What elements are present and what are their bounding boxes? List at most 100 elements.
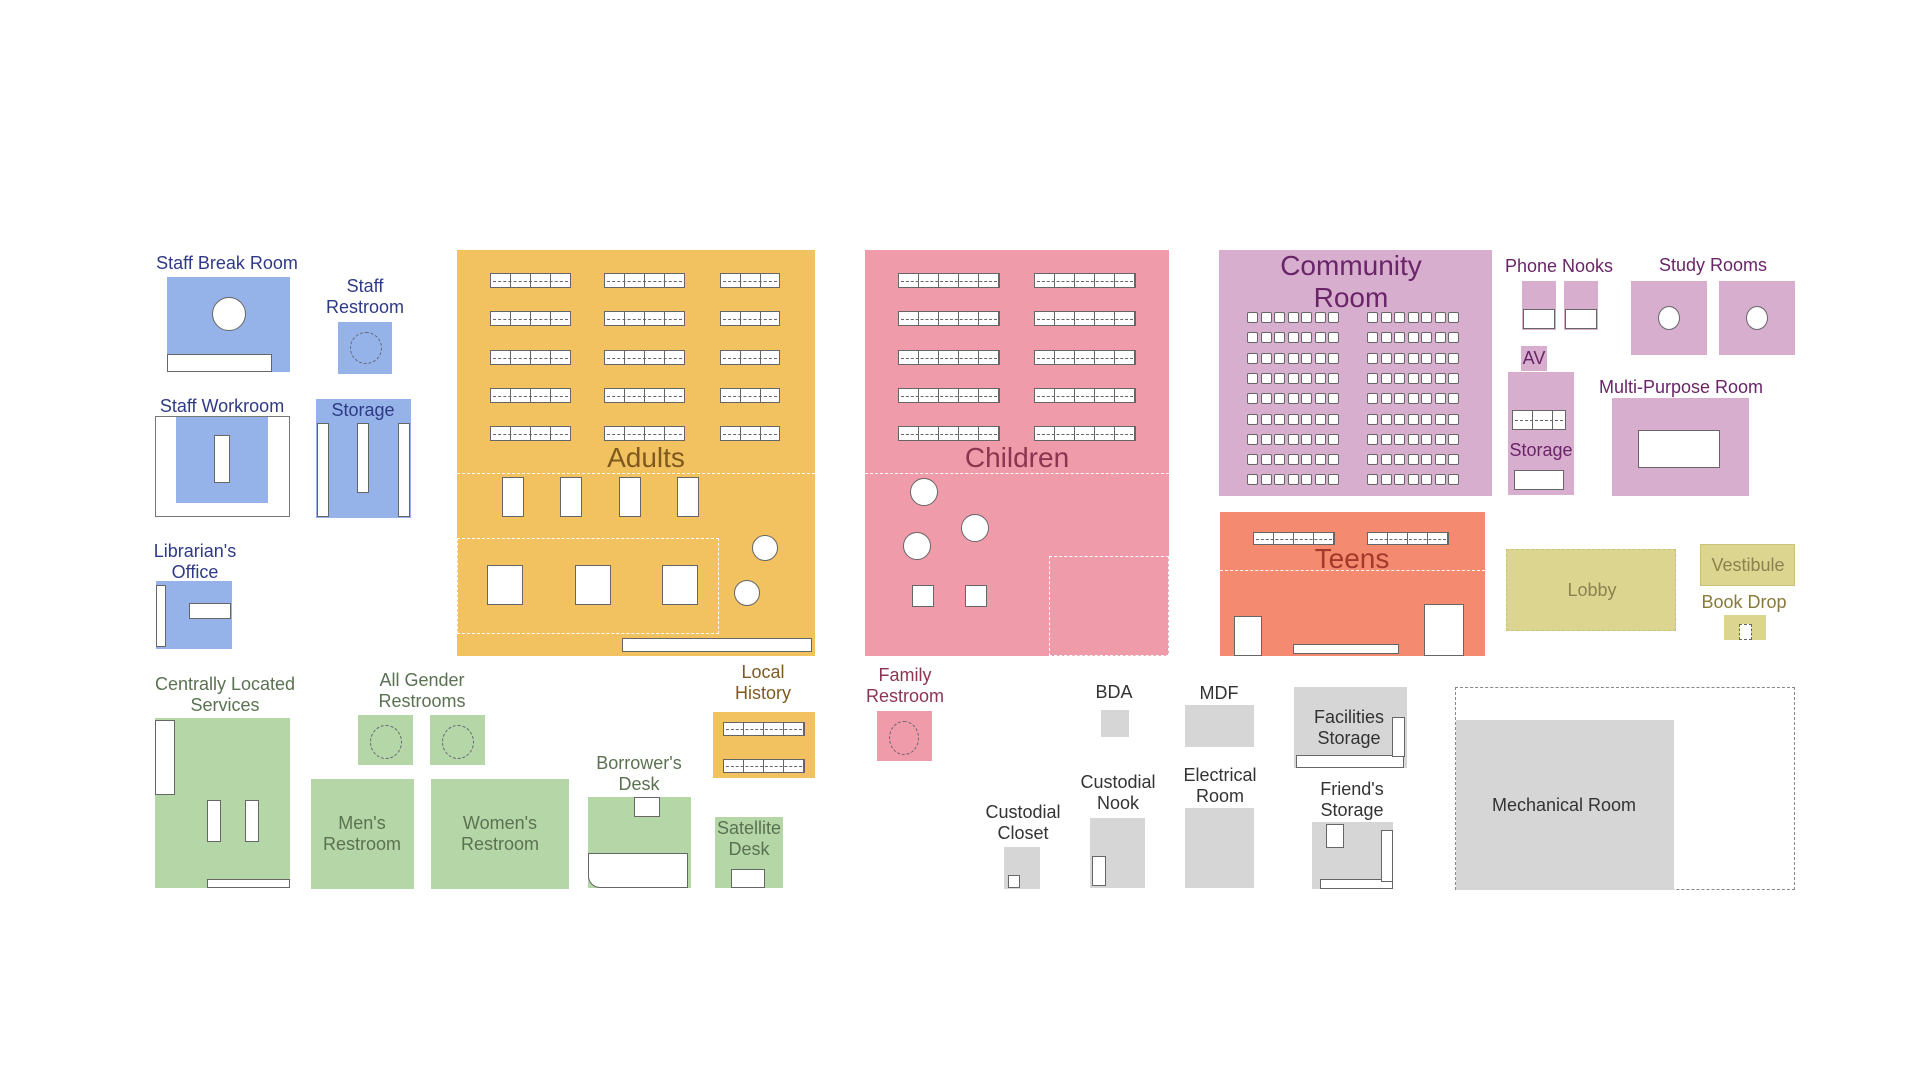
staff-storage[interactable]: Storage bbox=[316, 399, 411, 518]
table-icon bbox=[1326, 824, 1344, 848]
chair-icon bbox=[1448, 372, 1459, 384]
chair-icon bbox=[1380, 413, 1392, 425]
shelf-icon bbox=[490, 311, 571, 326]
facilities-storage-label: Facilities Storage bbox=[1313, 707, 1385, 748]
chair-icon bbox=[1421, 393, 1432, 405]
round-table-icon bbox=[961, 514, 989, 542]
chair-icon bbox=[1301, 454, 1312, 466]
all-gender-restroom-2[interactable] bbox=[430, 715, 485, 765]
phone-nooks-label: Phone Nooks bbox=[1504, 256, 1614, 276]
av-storage-label: Storage bbox=[1509, 440, 1573, 460]
womens-restroom-label: Women's Restroom bbox=[460, 813, 540, 854]
electrical-room[interactable] bbox=[1185, 808, 1254, 888]
av-storage[interactable]: Storage bbox=[1508, 372, 1574, 495]
multi-purpose-room[interactable] bbox=[1612, 398, 1749, 496]
facilities-storage[interactable]: Facilities Storage bbox=[1294, 687, 1407, 768]
shelf-icon bbox=[723, 759, 805, 773]
turning-circle-icon bbox=[889, 721, 919, 755]
phone-nook-1[interactable] bbox=[1522, 281, 1556, 330]
staff-break-room-label: Staff Break Room bbox=[156, 253, 298, 273]
book-drop[interactable] bbox=[1724, 615, 1766, 640]
shelf-icon bbox=[720, 350, 780, 365]
custodial-closet[interactable] bbox=[1004, 847, 1040, 889]
mens-restroom[interactable]: Men's Restroom bbox=[311, 779, 414, 889]
shelf-icon bbox=[1392, 717, 1405, 757]
shelf-icon bbox=[398, 423, 410, 517]
chair-icon bbox=[1274, 352, 1285, 364]
adults-area[interactable]: Adults bbox=[457, 250, 815, 656]
chair-icon bbox=[1394, 474, 1405, 486]
av-room[interactable]: AV bbox=[1521, 346, 1547, 371]
chair-icon bbox=[1434, 352, 1446, 364]
shelf-icon bbox=[604, 426, 685, 441]
custodial-nook-label: Custodial Nook bbox=[1080, 772, 1156, 813]
chair-icon bbox=[1328, 393, 1339, 405]
mdf-room[interactable] bbox=[1185, 705, 1254, 747]
librarians-office[interactable] bbox=[156, 581, 232, 649]
desk-icon bbox=[731, 869, 765, 888]
chair-icon bbox=[1301, 352, 1312, 364]
study-room-2[interactable] bbox=[1719, 281, 1795, 355]
computer-table-icon bbox=[575, 565, 611, 605]
staff-break-room[interactable] bbox=[167, 277, 290, 372]
chair-icon bbox=[1260, 454, 1272, 466]
shelf-icon bbox=[317, 423, 329, 517]
chair-icon bbox=[1314, 413, 1326, 425]
children-area[interactable]: Children bbox=[865, 250, 1169, 656]
all-gender-restroom-1[interactable] bbox=[358, 715, 413, 765]
staff-restroom[interactable] bbox=[338, 322, 392, 374]
lobby[interactable]: Lobby bbox=[1506, 549, 1676, 631]
chair-icon bbox=[1380, 433, 1392, 445]
table-icon bbox=[1234, 616, 1262, 656]
counter-icon bbox=[1293, 644, 1399, 654]
chair-icon bbox=[1394, 332, 1405, 344]
chair-icon bbox=[1407, 433, 1419, 445]
chair-icon bbox=[1328, 332, 1339, 344]
chair-icon bbox=[1407, 352, 1419, 364]
chair-icon bbox=[1274, 433, 1285, 445]
teens-area[interactable]: Teens bbox=[1220, 512, 1485, 656]
satellite-desk-label: Satellite Desk bbox=[716, 818, 782, 859]
computer-table-icon bbox=[1424, 604, 1464, 656]
shelf-icon bbox=[1320, 879, 1393, 889]
phone-nook-2[interactable] bbox=[1564, 281, 1598, 330]
local-history-label: Local History bbox=[734, 662, 792, 703]
family-restroom[interactable] bbox=[877, 711, 932, 761]
borrowers-desk[interactable] bbox=[588, 797, 691, 888]
table-icon bbox=[965, 585, 987, 607]
chair-icon bbox=[1367, 352, 1378, 364]
chair-icon bbox=[1314, 312, 1326, 323]
chair-icon bbox=[1314, 454, 1326, 466]
counter-icon bbox=[207, 879, 290, 888]
chair-icon bbox=[1421, 312, 1432, 323]
chair-icon bbox=[1287, 413, 1299, 425]
custodial-nook[interactable] bbox=[1090, 818, 1145, 888]
round-table-icon bbox=[903, 532, 931, 560]
desk-icon bbox=[189, 603, 231, 619]
desk-icon bbox=[1565, 309, 1597, 329]
chair-icon bbox=[1314, 352, 1326, 364]
chair-icon bbox=[1247, 413, 1258, 425]
bda-room[interactable] bbox=[1101, 710, 1129, 737]
friends-storage[interactable] bbox=[1312, 822, 1393, 889]
chair-icon bbox=[1394, 413, 1405, 425]
local-history[interactable] bbox=[713, 712, 815, 778]
chair-icon bbox=[1394, 352, 1405, 364]
chair-icon bbox=[1380, 454, 1392, 466]
community-room[interactable]: Community Room bbox=[1219, 250, 1492, 496]
womens-restroom[interactable]: Women's Restroom bbox=[431, 779, 569, 889]
vestibule[interactable]: Vestibule bbox=[1700, 544, 1795, 586]
shelf-icon bbox=[604, 311, 685, 326]
staff-workroom[interactable] bbox=[155, 416, 290, 517]
turning-circle-icon bbox=[370, 725, 402, 759]
centrally-located-services[interactable] bbox=[155, 718, 290, 888]
study-room-1[interactable] bbox=[1631, 281, 1707, 355]
shelf-icon bbox=[490, 350, 571, 365]
mechanical-room[interactable]: Mechanical Room bbox=[1456, 720, 1674, 890]
chair-icon bbox=[1380, 332, 1392, 344]
chair-icon bbox=[1328, 312, 1339, 323]
shelf-icon bbox=[604, 350, 685, 365]
satellite-desk[interactable]: Satellite Desk bbox=[715, 817, 783, 888]
chair-icon bbox=[1434, 332, 1446, 344]
shelf-icon bbox=[1253, 532, 1335, 545]
